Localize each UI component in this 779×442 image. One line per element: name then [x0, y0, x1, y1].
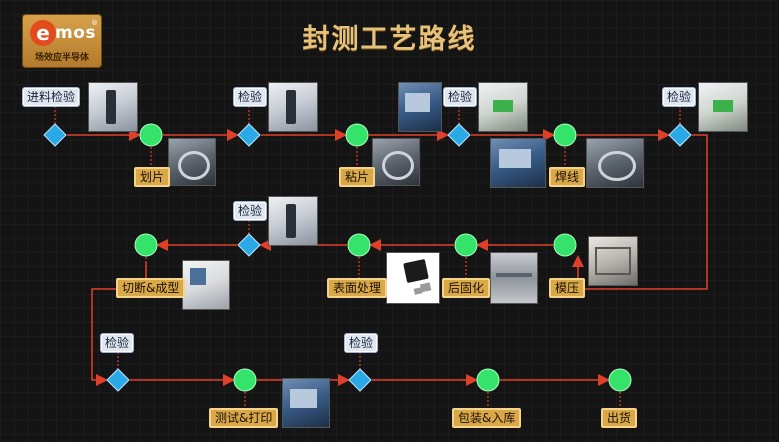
photo-package-chip	[386, 252, 440, 304]
node-post-cure	[454, 233, 478, 257]
label-pack-store: 包装&入库	[452, 408, 522, 428]
photo-trim-form	[182, 260, 230, 310]
photo-die-bonding	[372, 138, 420, 186]
label-inspection-row1-3: 检验	[443, 87, 478, 107]
label-die-bonding: 粘片	[339, 167, 376, 187]
label-test-print: 测试&打印	[209, 408, 279, 428]
photo-inspection-4	[698, 82, 748, 132]
node-pack-store	[476, 368, 500, 392]
label-inspection-row2: 检验	[233, 201, 268, 221]
node-die-bonding	[345, 123, 369, 147]
node-inspection-row2	[237, 233, 261, 257]
node-surface-treatment	[347, 233, 371, 257]
node-inspection-row1-2	[237, 123, 261, 147]
node-inspection-row1-3	[447, 123, 471, 147]
registered-mark: ®	[91, 19, 98, 27]
label-inspection-row1-4: 检验	[662, 87, 697, 107]
photo-inspection-3a	[398, 82, 442, 132]
label-incoming-inspection: 进料检验	[22, 87, 81, 107]
photo-inspection-2	[268, 82, 318, 132]
node-inspection-row1-4	[668, 123, 692, 147]
photo-inspection-5	[268, 196, 318, 246]
node-molding	[553, 233, 577, 257]
photo-dicing	[168, 138, 216, 186]
label-post-cure: 后固化	[442, 278, 491, 298]
label-inspection-row3-1: 检验	[100, 333, 135, 353]
node-inspection-row3-2	[348, 368, 372, 392]
logo-subtitle: 场效应半导体	[34, 53, 89, 63]
node-incoming-inspection	[43, 123, 67, 147]
photo-test-print	[282, 378, 330, 428]
node-test-print	[233, 368, 257, 392]
photo-incoming-inspection	[88, 82, 138, 132]
label-shipment: 出货	[601, 408, 638, 428]
logo-word: mos	[55, 23, 97, 43]
node-shipment	[608, 368, 632, 392]
photo-post-cure	[490, 252, 538, 304]
node-inspection-row3-1	[106, 368, 130, 392]
label-inspection-row1-2: 检验	[233, 87, 268, 107]
emos-logo: e mos ® 场效应半导体	[22, 14, 102, 68]
label-inspection-row3-2: 检验	[344, 333, 379, 353]
node-wire-bonding	[553, 123, 577, 147]
label-trim-form: 切断&成型	[116, 278, 186, 298]
photo-wire-bonding-a	[490, 138, 546, 188]
label-wire-bonding: 焊线	[549, 167, 586, 187]
label-molding: 模压	[549, 278, 586, 298]
label-surface-treatment: 表面处理	[327, 278, 388, 298]
photo-molding	[588, 236, 638, 286]
logo-mark: e	[30, 20, 56, 46]
node-dicing	[139, 123, 163, 147]
page-title: 封测工艺路线	[302, 24, 477, 55]
node-trim-form	[134, 233, 158, 257]
photo-inspection-3b	[478, 82, 528, 132]
label-dicing: 划片	[134, 167, 171, 187]
photo-wire-bonding-b	[586, 138, 644, 188]
